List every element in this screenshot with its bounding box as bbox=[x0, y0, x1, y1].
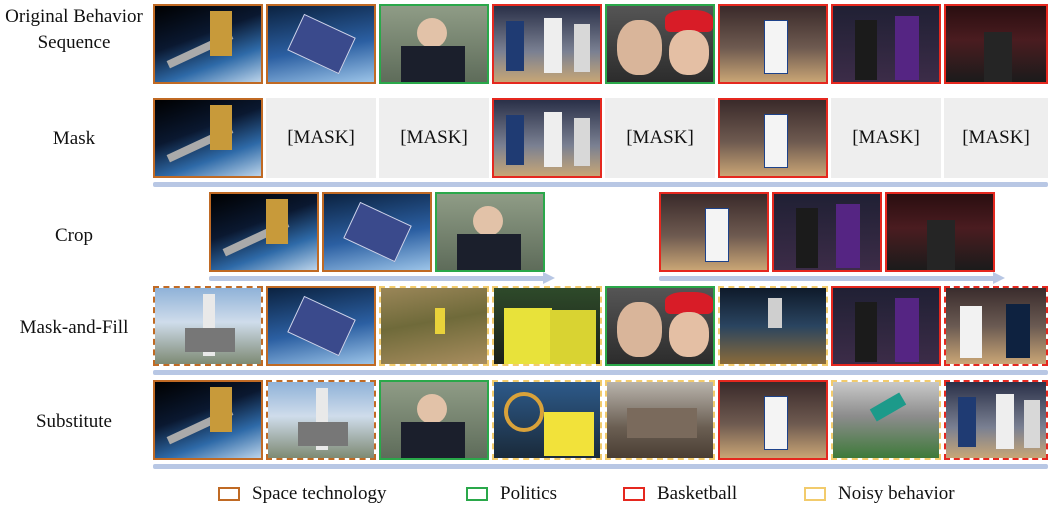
image-space-arm-crop bbox=[209, 192, 319, 272]
image-space-arm-kept bbox=[153, 98, 263, 178]
crop-arrow-left bbox=[543, 272, 555, 284]
image-politician-sub bbox=[379, 380, 489, 460]
mask-token-2-text: [MASK] bbox=[400, 127, 468, 148]
row-label-crop-text: Crop bbox=[55, 225, 93, 246]
image-satellite-crop bbox=[322, 192, 432, 272]
legend-noisy-behavior: Noisy behavior bbox=[804, 482, 955, 506]
crop-bar-left bbox=[209, 276, 545, 281]
row-label-mask-and-fill: Mask-and-Fill bbox=[0, 315, 148, 341]
legend-swatch-basketball bbox=[623, 487, 645, 501]
legend-swatch-politics bbox=[466, 487, 488, 501]
substitute-row-bar bbox=[153, 464, 1048, 469]
legend-label-politics: Politics bbox=[500, 483, 558, 504]
legend-space-technology: Space technology bbox=[218, 482, 387, 506]
image-ruins bbox=[605, 380, 715, 460]
legend-label-basketball: Basketball bbox=[657, 483, 738, 504]
row-label-substitute-text: Substitute bbox=[35, 411, 112, 432]
image-satellite bbox=[266, 4, 376, 84]
mask-token-1: [MASK] bbox=[266, 98, 376, 178]
image-politician-closeup-fill bbox=[605, 286, 715, 366]
image-satellite-fill bbox=[266, 286, 376, 366]
legend-label-noisy: Noisy behavior bbox=[838, 483, 955, 504]
crop-arrow-right bbox=[993, 272, 1005, 284]
row-label-crop: Crop bbox=[0, 223, 148, 249]
legend-basketball: Basketball bbox=[623, 482, 737, 506]
mask-token-5: [MASK] bbox=[944, 98, 1048, 178]
legend-swatch-noisy bbox=[804, 487, 826, 501]
legend-swatch-space bbox=[218, 487, 240, 501]
mask-token-3: [MASK] bbox=[605, 98, 715, 178]
image-tennis bbox=[492, 380, 602, 460]
legend-politics: Politics bbox=[466, 482, 557, 506]
mask-token-4: [MASK] bbox=[831, 98, 941, 178]
image-basketball-arena bbox=[944, 4, 1048, 84]
image-basketball-game bbox=[944, 286, 1048, 366]
legend-label-space: Space technology bbox=[252, 483, 387, 504]
image-basketball-star-sub bbox=[718, 380, 828, 460]
image-space-arm bbox=[153, 4, 263, 84]
image-basketball-star-crop bbox=[659, 192, 769, 272]
crop-bar-right bbox=[659, 276, 995, 281]
image-soccer-kick bbox=[831, 380, 941, 460]
image-basketball-star-kept bbox=[718, 98, 828, 178]
image-soccer-hug bbox=[492, 286, 602, 366]
mask-and-fill-row-bar bbox=[153, 370, 1048, 375]
image-basketball-purple bbox=[831, 4, 941, 84]
mask-token-3-text: [MASK] bbox=[626, 127, 694, 148]
image-basketball-purple-fill bbox=[831, 286, 941, 366]
image-rocket-launch bbox=[153, 286, 263, 366]
mask-token-5-text: [MASK] bbox=[962, 127, 1030, 148]
mask-token-1-text: [MASK] bbox=[287, 127, 355, 148]
image-basketball-team bbox=[492, 4, 602, 84]
row-label-mask: Mask bbox=[0, 126, 148, 152]
image-hiking bbox=[379, 286, 489, 366]
image-basketball-team-sub bbox=[944, 380, 1048, 460]
mask-row-bar bbox=[153, 182, 1048, 187]
image-space-arm-sub bbox=[153, 380, 263, 460]
image-soccer-trophy bbox=[718, 286, 828, 366]
row-label-original-text: Original Behavior Sequence bbox=[5, 6, 143, 53]
image-basketball-purple-crop bbox=[772, 192, 882, 272]
image-basketball-star bbox=[718, 4, 828, 84]
image-politician bbox=[379, 4, 489, 84]
image-basketball-team-kept bbox=[492, 98, 602, 178]
row-label-mask-text: Mask bbox=[52, 128, 96, 149]
image-politician-crop bbox=[435, 192, 545, 272]
row-label-substitute: Substitute bbox=[0, 409, 148, 435]
image-rocket-launch-sub bbox=[266, 380, 376, 460]
mask-token-4-text: [MASK] bbox=[852, 127, 920, 148]
image-politician-closeup bbox=[605, 4, 715, 84]
image-basketball-arena-crop bbox=[885, 192, 995, 272]
row-label-mask-and-fill-text: Mask-and-Fill bbox=[19, 317, 129, 338]
row-label-original: Original Behavior Sequence bbox=[0, 4, 148, 56]
mask-token-2: [MASK] bbox=[379, 98, 489, 178]
